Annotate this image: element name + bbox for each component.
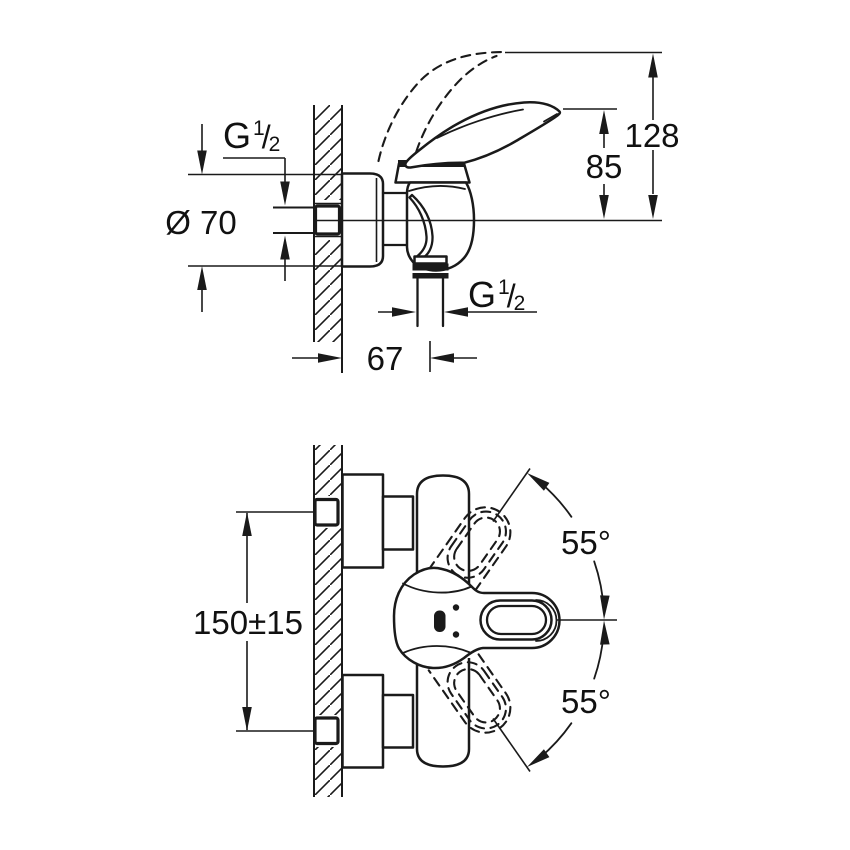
mixer-side-view [340,50,562,328]
dim-67: 67 [292,340,477,377]
arrowhead [197,266,207,290]
arrowhead [430,353,454,363]
arrowhead [197,150,207,175]
lever-end-contour [535,599,558,642]
s-union-block-upper [341,473,385,569]
label-swivel-lower: 55° [561,683,611,720]
fitting-recess-lines [315,202,342,238]
dim-150: 150±15 [193,511,313,732]
arrowhead [527,473,550,491]
mounting-connections [313,473,415,769]
hot-indicator-dot [452,604,460,611]
arrowhead [600,595,610,620]
arrowhead [599,110,609,134]
wall-union-fitting-lower [313,716,340,746]
top-view: G1/2 Ø 70 85 128 67 [165,50,680,377]
lever-side [404,101,562,169]
arrowhead [444,307,468,317]
arrowhead [648,53,658,78]
dim-g-half-top: G1/2 [223,115,290,281]
arrowhead [392,307,416,317]
arrowhead [280,235,290,260]
arrowhead [648,195,658,219]
arrowhead [242,707,252,731]
dim-128: 128 [505,51,680,219]
lever-hole-inner [485,604,548,636]
dim-g-half-bottom: G1/2 [378,274,537,317]
body-bottom-seam [402,645,471,654]
label-thread-top: G1/2 [223,115,280,156]
arrowhead [318,353,342,363]
bottom-view: 150±15 55° 55° [193,445,617,797]
cold-indicator-dot [452,631,460,638]
lever-tip-detail [543,113,558,123]
dim-diameter-70: Ø 70 [165,124,342,312]
lever-contour-line [436,108,524,139]
label-swivel-upper: 55° [561,524,611,561]
dim-55-upper: 55° [527,473,611,620]
hose-collar [413,255,448,265]
label-handle-height: 85 [586,148,623,185]
s-union-block-lower [341,673,385,769]
label-total-height: 128 [624,117,679,154]
mixer-front-view [392,566,561,670]
concealed-pipe-lines [273,206,315,234]
dim-85: 85 [563,108,623,219]
hose-nut-band-2 [412,273,449,279]
arrowhead [280,181,290,206]
angle-ref-upper [492,468,531,522]
s-union-nut-lower [381,693,415,749]
body-top-arc [408,185,466,192]
lever-hole-outer [479,599,553,641]
hose-nut-band-1 [412,263,449,271]
label-thread-bottom: G1/2 [468,274,525,315]
arrowhead [527,749,550,767]
arrowhead [599,195,609,219]
angle-ref-lower [492,718,531,772]
body-top-seam [402,582,473,594]
wall-union-fitting-upper [313,497,340,527]
label-connection-distance: 150±15 [193,604,303,641]
arrowhead [600,620,610,645]
dim-55-lower: 55° [527,620,611,767]
s-union-nut-upper [381,495,415,551]
handle-raised-dashed [377,50,504,168]
arrowhead [242,512,252,536]
label-wall-distance: 67 [367,340,404,377]
label-diameter: Ø 70 [165,204,237,241]
temperature-mark-pill [434,610,446,632]
escutcheon-dome-lower [415,658,471,768]
shower-hose [416,277,445,328]
wall-section-top [312,105,343,373]
